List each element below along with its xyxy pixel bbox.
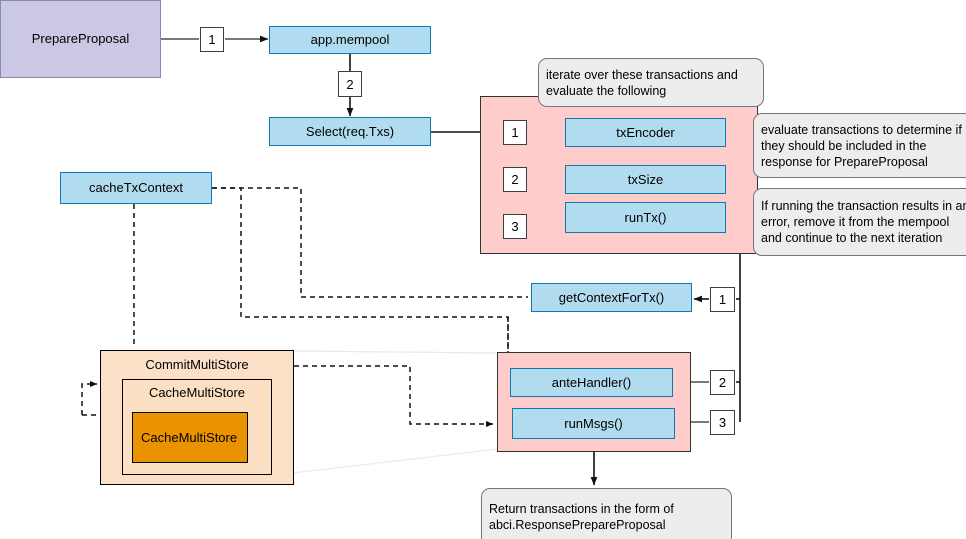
node-app-mempool[interactable]: app.mempool [269,26,431,54]
note-text: If running the transaction results in an… [761,199,966,245]
node-label: app.mempool [310,32,390,48]
node-cache-tx-context[interactable]: cacheTxContext [60,172,212,204]
node-prepare-proposal[interactable]: PrepareProposal [0,0,161,78]
node-ante-handler[interactable]: anteHandler() [510,368,673,397]
node-select-req-txs[interactable]: Select(req.Txs) [269,117,431,146]
step-label: 2 [718,375,727,390]
step-label: 3 [718,415,727,430]
node-run-msgs[interactable]: runMsgs() [512,408,675,439]
node-label: runMsgs() [564,415,623,431]
node-label: Select(req.Txs) [305,123,395,139]
step-label: 3 [511,219,519,234]
step-label: 1 [208,32,216,47]
step-marker-7: 2 [710,370,735,395]
node-label: CacheMultiStore [148,385,246,400]
note-error-handling: If running the transaction results in an… [753,188,966,256]
step-marker-1: 1 [200,27,224,52]
note-return-response: Return transactions in the form of abci.… [481,488,732,539]
step-label: 2 [346,76,354,92]
note-text: Return transactions in the form of abci.… [489,502,674,532]
step-marker-6: 1 [710,287,735,312]
step-marker-5: 3 [503,214,527,239]
node-get-context-for-tx[interactable]: getContextForTx() [531,283,692,312]
node-label: txSize [627,171,664,187]
step-label: 2 [511,172,519,187]
node-tx-encoder[interactable]: txEncoder [565,118,726,147]
node-label: runTx() [624,209,667,225]
node-cache-multi-store-inner[interactable]: CacheMultiStore [132,412,248,463]
node-tx-size[interactable]: txSize [565,165,726,194]
node-label: CacheMultiStore [141,429,238,445]
note-evaluate-transactions: evaluate transactions to determine if th… [753,113,966,178]
node-label: txEncoder [616,124,675,140]
step-marker-3: 1 [503,120,527,145]
note-text: evaluate transactions to determine if th… [761,122,962,169]
step-label: 1 [718,292,727,307]
step-label: 1 [511,125,519,140]
step-marker-8: 3 [710,410,735,435]
note-text: iterate over these transactions and eval… [546,67,738,98]
step-marker-2: 2 [338,71,362,97]
node-label: anteHandler() [551,374,632,390]
step-marker-4: 2 [503,167,527,192]
node-run-tx[interactable]: runTx() [565,202,726,233]
note-iterate: iterate over these transactions and eval… [538,58,764,107]
node-label: PrepareProposal [31,31,130,47]
node-label: CommitMultiStore [145,357,249,372]
node-label: getContextForTx() [558,289,665,305]
node-label: cacheTxContext [89,180,183,196]
